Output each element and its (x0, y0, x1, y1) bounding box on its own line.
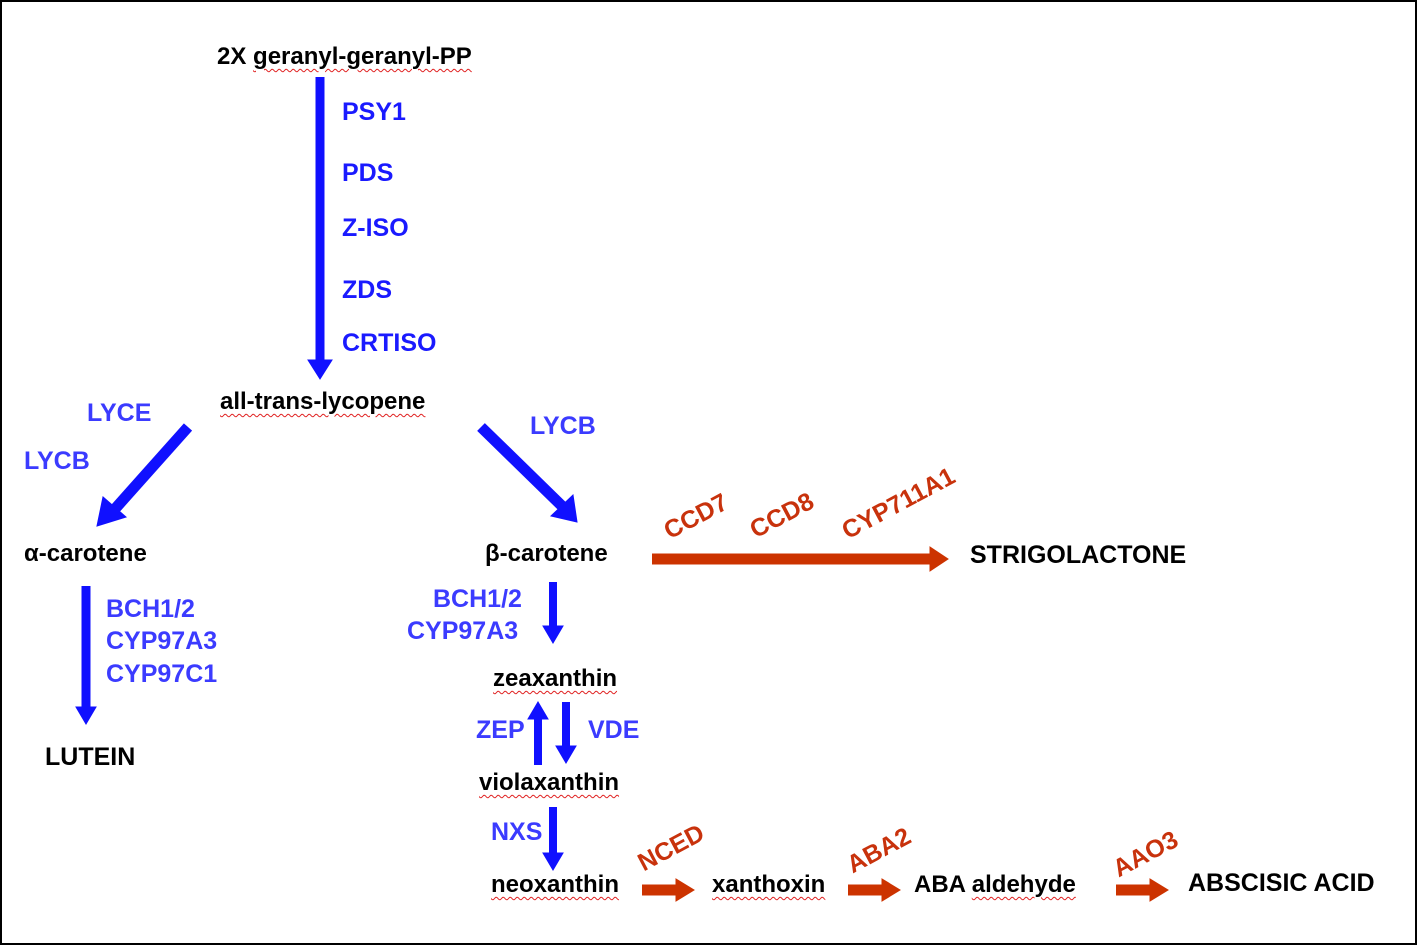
enzyme-cyp97a3-beta: CYP97A3 (407, 617, 519, 645)
enzyme-bch-alpha: BCH1/2 (106, 595, 195, 623)
enzyme-lyce: LYCE (87, 399, 152, 427)
enzyme-cyp97c1: CYP97C1 (106, 660, 218, 688)
enzyme-lycb-alpha: LYCB (24, 447, 90, 475)
compound-aba-aldehyde: ABA aldehyde (914, 873, 1076, 897)
compound-neoxanthin: neoxanthin (491, 871, 620, 898)
arrow-beta-carotene-to-zeaxanthin (542, 582, 564, 644)
enzyme-psy1: PSY1 (342, 98, 406, 126)
enzyme-nxs: NXS (491, 818, 543, 846)
aba-aldehyde-word: aldehyde (971, 871, 1076, 898)
enzyme-zds: ZDS (342, 276, 392, 304)
compound-xanthoxin: xanthoxin (712, 871, 826, 898)
compound-lutein: LUTEIN (45, 743, 136, 771)
compound-violaxanthin: violaxanthin (479, 769, 620, 796)
enzyme-bch-beta: BCH1/2 (433, 585, 522, 613)
compound-zeaxanthin: zeaxanthin (493, 665, 618, 692)
enzyme-zep: ZEP (476, 716, 525, 744)
arrow-violaxanthin-to-neoxanthin (542, 807, 564, 871)
aba-prefix: ABA (914, 871, 966, 898)
arrow-lycopene-to-beta-carotene (477, 423, 578, 523)
enzyme-crtiso: CRTISO (342, 329, 437, 357)
ggpp-prefix: 2X (217, 43, 247, 70)
arrow-lycopene-to-alpha-carotene (96, 423, 193, 527)
arrow-alpha-carotene-to-lutein (75, 586, 97, 725)
enzyme-vde: VDE (588, 716, 640, 744)
arrow-zeaxanthin-to-violaxanthin (555, 702, 577, 764)
arrow-ggpp-to-lycopene (307, 77, 333, 380)
enzyme-lycb-beta: LYCB (530, 412, 596, 440)
enzyme-pds: PDS (342, 159, 394, 187)
compound-strigolactone: STRIGOLACTONE (970, 541, 1187, 569)
ggpp-name: geranyl-geranyl-PP (253, 43, 472, 70)
arrow-neoxanthin-to-xanthoxin (642, 878, 695, 902)
arrow-xanthoxin-to-aba-aldehyde (848, 878, 901, 902)
enzyme-cyp97a3-alpha: CYP97A3 (106, 627, 218, 655)
compound-alpha-carotene: α-carotene (24, 540, 147, 567)
compound-beta-carotene: β-carotene (485, 540, 608, 567)
arrow-aba-aldehyde-to-abscisic-acid (1116, 878, 1169, 902)
compound-lycopene: all-trans-lycopene (220, 388, 426, 415)
compound-ggpp: 2X geranyl-geranyl-PP (217, 45, 472, 69)
arrow-violaxanthin-to-zeaxanthin (527, 701, 549, 765)
arrow-beta-carotene-to-strigolactone (652, 546, 949, 572)
enzyme-ziso: Z-ISO (342, 214, 409, 242)
compound-abscisic-acid: ABSCISIC ACID (1188, 869, 1375, 897)
